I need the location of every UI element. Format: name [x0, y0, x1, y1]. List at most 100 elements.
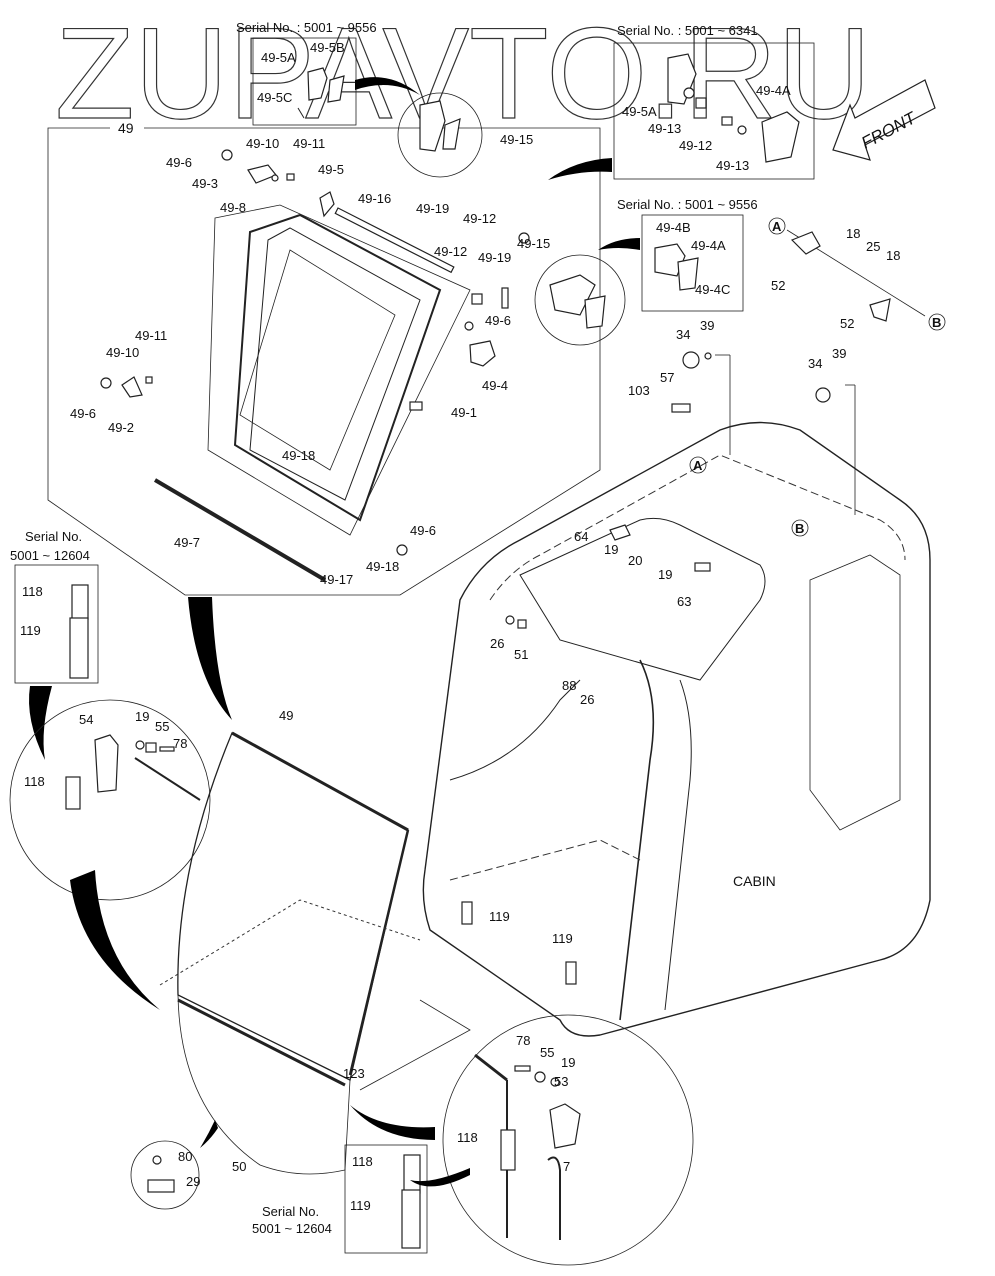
- serial-label: Serial No. : 5001 ~ 9556: [617, 197, 758, 212]
- callout: 49-15: [517, 236, 550, 251]
- callout: 49-5B: [310, 40, 345, 55]
- serial-label: Serial No.: [262, 1204, 319, 1219]
- leader-swoosh: [350, 1105, 435, 1140]
- callout: 49-5C: [257, 90, 292, 105]
- leader-swoosh: [70, 870, 160, 1010]
- callout: 26: [580, 692, 594, 707]
- roof-brackets: A B 18 25 18 52 52 34 39 103 57 34 39: [628, 217, 946, 515]
- callout: 7: [563, 1159, 570, 1174]
- callout: 118: [457, 1130, 478, 1145]
- callout: 49-4B: [656, 220, 691, 235]
- group-49-box: [47, 127, 601, 596]
- inset-stopper-bottom: 118 119 Serial No. 5001 ~ 12604: [252, 1144, 428, 1254]
- callout: 49-13: [648, 121, 681, 136]
- callout: 49-4A: [691, 238, 726, 253]
- callout: 88: [562, 678, 576, 693]
- group-49-label: 49: [118, 120, 134, 136]
- cabin-label: CABIN: [733, 873, 776, 889]
- detail-circle: [397, 92, 483, 178]
- callout: 119: [552, 931, 573, 946]
- callout: 18: [846, 226, 860, 241]
- callout: 19: [561, 1055, 575, 1070]
- callout: 34: [676, 327, 690, 342]
- callout: 49-2: [108, 420, 134, 435]
- callout: 19: [604, 542, 618, 557]
- callout: 19: [135, 709, 149, 724]
- leader-swoosh: [29, 686, 52, 760]
- callout: 25: [866, 239, 880, 254]
- callout: 118: [352, 1154, 373, 1169]
- leader-swoosh: [410, 1168, 470, 1187]
- callout: 49-6: [485, 313, 511, 328]
- callout: 55: [155, 719, 169, 734]
- detail-circle: [534, 254, 626, 346]
- leader-swoosh: [598, 238, 640, 250]
- callout: 52: [771, 278, 785, 293]
- inset-latch-hinge: Serial No. : 5001 ~ 6341 49-5A 49-13 49-…: [613, 23, 815, 180]
- callout: 119: [20, 623, 41, 638]
- detail-left-hinge: 54 19 55 78 118: [9, 699, 211, 901]
- leader-swoosh: [548, 158, 612, 180]
- door-lower-assembly: 49 123 50 80 29: [130, 708, 410, 1210]
- callout: 49-11: [293, 136, 325, 151]
- callout: 49-12: [434, 244, 467, 259]
- callout: 49-17: [320, 572, 353, 587]
- callout: 39: [832, 346, 846, 361]
- serial-label: Serial No. : 5001 ~ 6341: [617, 23, 758, 38]
- inset-latch-lower: Serial No. : 5001 ~ 9556 49-4B 49-4A 49-…: [617, 197, 758, 312]
- callout: 119: [350, 1198, 371, 1213]
- callout: 20: [628, 553, 642, 568]
- callout: 49-18: [282, 448, 315, 463]
- callout: 123: [343, 1066, 365, 1081]
- callout: 49-6: [410, 523, 436, 538]
- callout: 103: [628, 383, 650, 398]
- callout: 118: [24, 774, 45, 789]
- door-assembly-49: 49-6 49-3 49-10 49-11 49-5 49-16 49-8 49…: [70, 132, 550, 587]
- callout: 49-15: [500, 132, 533, 147]
- callout: 63: [677, 594, 691, 609]
- callout: 49-5A: [261, 50, 296, 65]
- marker-a: A: [693, 458, 703, 473]
- serial-label: 5001 ~ 12604: [10, 548, 90, 563]
- watermark: ZUPAVTO.RU: [55, 0, 871, 146]
- serial-label: Serial No.: [25, 529, 82, 544]
- callout: 49-19: [478, 250, 511, 265]
- callout: 54: [79, 712, 93, 727]
- serial-label: 5001 ~ 12604: [252, 1221, 332, 1236]
- callout: 57: [660, 370, 674, 385]
- callout: 29: [186, 1174, 200, 1189]
- marker-b: B: [932, 315, 941, 330]
- callout: 49-11: [135, 328, 167, 343]
- callout: 19: [658, 567, 672, 582]
- marker-b: B: [795, 521, 804, 536]
- marker-a: A: [772, 219, 782, 234]
- serial-label: Serial No. : 5001 ~ 9556: [236, 20, 377, 35]
- callout: 18: [886, 248, 900, 263]
- callout: 55: [540, 1045, 554, 1060]
- callout: 49-4C: [695, 282, 730, 297]
- inset-stopper-left: Serial No. 5001 ~ 12604 118 119: [10, 529, 99, 684]
- callout: 49-8: [220, 200, 246, 215]
- callout: 49-3: [192, 176, 218, 191]
- callout: 49-18: [366, 559, 399, 574]
- callout: 64: [574, 529, 588, 544]
- callout: 49-4: [482, 378, 508, 393]
- callout: 49-6: [166, 155, 192, 170]
- leader-swoosh: [355, 77, 420, 95]
- callout: 52: [840, 316, 854, 331]
- callout: 49-7: [174, 535, 200, 550]
- callout: 49-13: [716, 158, 749, 173]
- inset-latch-upper: Serial No. : 5001 ~ 9556 49-5A 49-5B 49-…: [236, 20, 377, 126]
- callout: 49-1: [451, 405, 477, 420]
- callout: 118: [22, 584, 43, 599]
- callout: 49-16: [358, 191, 391, 206]
- callout: 49-12: [679, 138, 712, 153]
- detail-right-hinge: 78 55 19 53 118 7: [442, 1014, 694, 1266]
- callout: 49-10: [106, 345, 139, 360]
- callout: 49-6: [70, 406, 96, 421]
- callout: 49-4A: [756, 83, 791, 98]
- callout: 78: [173, 736, 187, 751]
- callout: 49-12: [463, 211, 496, 226]
